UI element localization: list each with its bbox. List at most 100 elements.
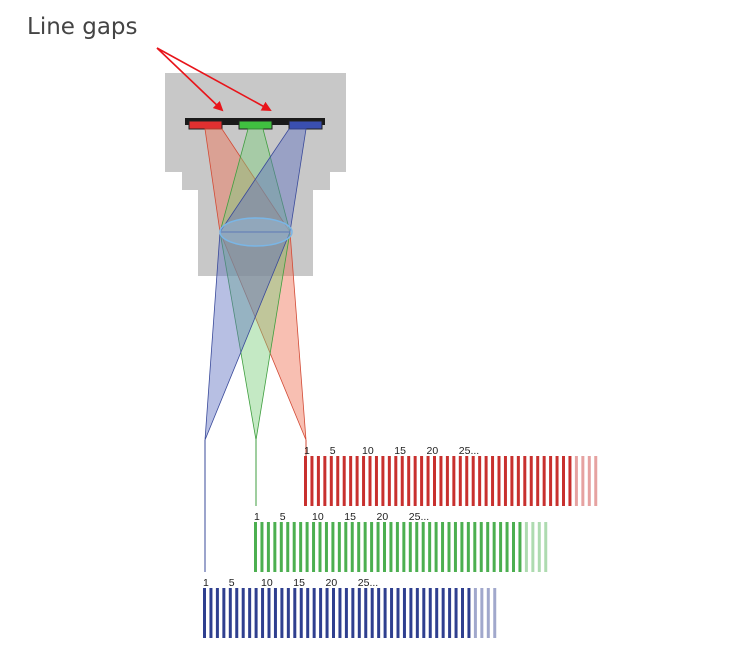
green-stripe [312,522,316,572]
blue-tick-label: 20 [326,577,338,589]
red-stripe [536,456,540,506]
green-stripe [279,522,283,572]
blue-stripe [435,588,439,638]
red-stripe [413,456,417,506]
red-stripe [542,456,546,506]
green-tick-label: 1 [254,511,260,523]
blue-tick-label: 10 [261,577,273,589]
blue-stripe [441,588,445,638]
red-tick-label: 1 [304,445,310,457]
blue-tick-label: 1 [203,577,209,589]
blue-stripe [383,588,387,638]
blue-tick-label: 5 [229,577,235,589]
green-stripe [518,522,522,572]
green-stripe [473,522,477,572]
red-stripe [304,456,307,506]
red-stripe [555,456,559,506]
blue-stripe [299,588,303,638]
blue-stripe [338,588,342,638]
green-stripe [492,522,496,572]
green-stripe [370,522,374,572]
red-stripe [420,456,424,506]
red-stripe [433,456,436,506]
blue-stripe [248,588,252,638]
green-stripe [453,522,457,572]
blue-stripe [480,588,484,638]
green-stripe [466,522,470,572]
blue-stripe [273,588,277,638]
red-stripe [381,456,385,506]
blue-stripe [228,588,232,638]
green-stripe [292,522,296,572]
green-stripe [415,522,419,572]
green-stripe [344,522,348,572]
green-stripe [389,522,393,572]
blue-stripe [467,588,471,638]
green-tick-label: 5 [280,511,286,523]
red-stripe [387,456,391,506]
red-stripe [465,456,469,506]
green-stripe [357,522,361,572]
blue-stripe [254,588,258,638]
red-tick-label: 25... [459,445,479,457]
red-stripe [478,456,482,506]
blue-stripe [267,588,271,638]
green-stripe [305,522,309,572]
blue-stripe [325,588,329,638]
red-stripe [497,456,501,506]
blue-stripe [357,588,361,638]
red-stripe [516,456,520,506]
green-stripe [544,522,548,572]
blue-stripe [235,588,239,638]
blue-stripe [280,588,284,638]
blue-stripe [390,588,394,638]
green-stripe [266,522,270,572]
blue-stripe [396,588,400,638]
annotation-arrow-green [156,47,272,111]
blue-stripe [486,588,490,638]
green-stripe [324,522,328,572]
green-stripe [331,522,335,572]
green-stripe [383,522,386,572]
green-stripe [531,522,535,572]
red-stripe [426,456,430,506]
blue-stripe [493,588,497,638]
red-sensor-line [188,120,223,130]
blue-stripe [422,588,426,638]
annotation-arrow-red [156,47,224,112]
red-stripe [491,456,495,506]
blue-sensor-line [288,120,323,130]
red-stripe [562,456,565,506]
blue-stripe [415,588,419,638]
green-stripe [286,522,290,572]
blue-stripe [241,588,245,638]
blue-stripe [293,588,297,638]
blue-stripe [319,588,323,638]
red-stripe [510,456,514,506]
red-stripe [549,456,553,506]
green-stripe [499,522,503,572]
red-stripe [362,456,366,506]
green-stripe [479,522,483,572]
red-stripe [349,456,353,506]
blue-tick-label: 25... [358,577,378,589]
red-stripe [574,456,578,506]
green-tick-label: 20 [377,511,389,523]
red-stripe [400,456,404,506]
red-stripe [503,456,507,506]
blue-stripe [454,588,458,638]
red-stripe [529,456,533,506]
green-stripe [402,522,406,572]
blue-stripe [306,588,310,638]
green-stripe [441,522,445,572]
green-stripe [337,522,341,572]
green-stripe [376,522,380,572]
green-stripe [421,522,425,572]
blue-beam-lower [204,231,291,441]
blue-stripe [286,588,290,638]
red-stripe [439,456,443,506]
green-stripe [350,522,354,572]
green-stripe [537,522,541,572]
